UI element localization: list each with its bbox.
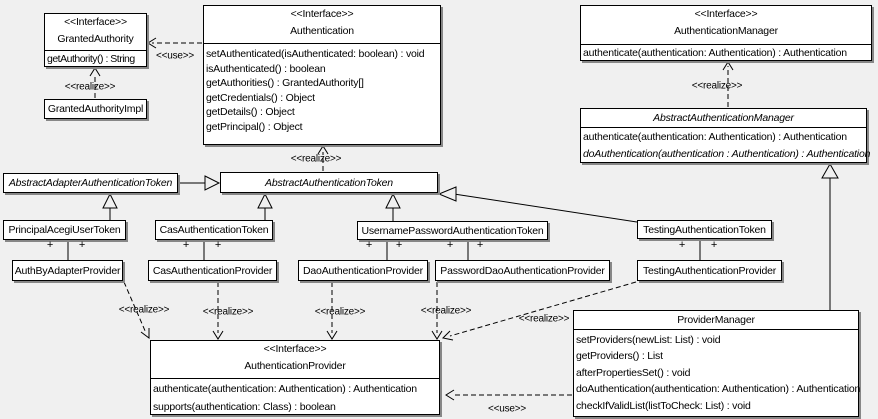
class-box-authentication-manager[interactable]: <<Interface>> AuthenticationManager auth…: [580, 5, 872, 61]
class-name: AbstractAdapterAuthenticationToken: [8, 177, 173, 189]
method-line: authenticate(authentication: Authenticat…: [583, 131, 847, 143]
association-end-label: +: [446, 239, 454, 251]
stereotype-label: <<Interface>>: [290, 8, 354, 20]
class-name: AbstractAuthenticationManager: [653, 112, 794, 124]
class-box-username-password-authentication-token[interactable]: UsernamePasswordAuthenticationToken: [357, 221, 548, 240]
class-box-dao-authentication-provider[interactable]: DaoAuthenticationProvider: [298, 260, 428, 281]
realize-label: <<realize>>: [691, 80, 743, 92]
method-line: getAuthorities() : GrantedAuthority[]: [206, 77, 364, 90]
class-box-cas-authentication-token[interactable]: CasAuthenticationToken: [155, 220, 273, 240]
method-line: authenticate(authentication: Authenticat…: [583, 47, 847, 59]
class-name: AuthenticationManager: [674, 25, 778, 37]
class-box-abstract-adapter-authentication-token[interactable]: AbstractAdapterAuthenticationToken: [3, 173, 178, 193]
realize-label: <<realize>>: [518, 313, 570, 325]
class-box-testing-authentication-token[interactable]: TestingAuthenticationToken: [637, 220, 772, 239]
use-arrowhead: [445, 389, 455, 401]
class-name: DaoAuthenticationProvider: [303, 264, 423, 277]
method-line: getProviders() : List: [576, 350, 663, 363]
class-name: GrantedAuthority: [57, 33, 134, 45]
class-box-granted-authority-impl[interactable]: GrantedAuthorityImpl: [44, 99, 147, 119]
class-box-principal-acegi-user-token[interactable]: PrincipalAcegiUserToken: [3, 220, 126, 240]
class-box-provider-manager[interactable]: ProviderManager setProviders(newList: Li…: [573, 310, 861, 417]
association-end-label: +: [365, 239, 373, 251]
stereotype-label: <<Interface>>: [694, 8, 758, 20]
realize-arrowhead: [431, 330, 443, 340]
generalization-provider-manager-to-abstract-manager: [821, 162, 839, 310]
class-box-authentication-provider[interactable]: <<Interface>> AuthenticationProvider aut…: [150, 340, 440, 415]
realize-testing-to-provider: [449, 281, 637, 337]
class-box-cas-authentication-provider[interactable]: CasAuthenticationProvider: [148, 260, 277, 281]
association-end-label: +: [78, 239, 86, 251]
association-end-label: +: [476, 239, 484, 251]
method-line: doAuthentication(authentication : Authen…: [583, 148, 871, 160]
class-box-granted-authority[interactable]: <<Interface>> GrantedAuthority getAuthor…: [44, 13, 147, 67]
class-name: AuthByAdapterProvider: [14, 264, 121, 277]
method-line: getPrincipal() : Object: [206, 120, 303, 133]
method-line: isAuthenticated() : boolean: [206, 62, 326, 75]
class-box-testing-authentication-provider[interactable]: TestingAuthenticationProvider: [637, 260, 782, 281]
class-name: PasswordDaoAuthenticationProvider: [440, 264, 605, 277]
class-name: TestingAuthenticationToken: [643, 223, 766, 236]
method-line: checkIfValidList(listToCheck: List) : vo…: [576, 399, 751, 412]
realize-arrowhead: [212, 330, 224, 340]
generalization-testing-token-to-abstract-token: [437, 186, 638, 223]
realize-arrowhead: [317, 145, 329, 155]
class-name: AbstractAuthenticationToken: [265, 176, 393, 189]
method-line: getDetails() : Object: [206, 106, 295, 119]
method-line: setProviders(newList: List) : void: [576, 334, 721, 346]
association-end-label: +: [395, 239, 403, 251]
association-end-label: +: [214, 239, 222, 251]
stereotype-label: <<Interface>>: [64, 16, 127, 28]
realize-authbyadapter-to-provider: [123, 281, 147, 334]
class-box-auth-by-adapter-provider[interactable]: AuthByAdapterProvider: [12, 260, 123, 281]
class-name: UsernamePasswordAuthenticationToken: [361, 224, 544, 237]
realize-arrowhead: [326, 330, 338, 340]
realize-arrowhead: [140, 328, 150, 339]
realize-label: <<realize>>: [420, 305, 472, 317]
use-label: <<use>>: [155, 50, 195, 62]
realize-arrowhead: [89, 67, 101, 77]
realize-label: <<realize>>: [290, 153, 342, 165]
class-name: TestingAuthenticationProvider: [642, 264, 777, 277]
method-line: getAuthority() : String: [47, 53, 135, 65]
generalization-username-token-to-abstract-token: [385, 192, 401, 221]
association-end-label: +: [678, 239, 686, 251]
association-end-label: +: [710, 239, 718, 251]
method-line: afterPropertiesSet() : void: [576, 366, 691, 379]
realize-label: <<realize>>: [64, 81, 116, 93]
realize-arrowhead: [722, 61, 734, 71]
method-line: doAuthentication(authentication: Authent…: [576, 383, 861, 396]
class-name: Authentication: [290, 25, 354, 37]
realize-label: <<realize>>: [314, 306, 366, 318]
generalization-adapter-token-to-abstract-token: [178, 175, 221, 191]
class-box-password-dao-authentication-provider[interactable]: PasswordDaoAuthenticationProvider: [435, 260, 610, 281]
realize-label: <<realize>>: [118, 304, 170, 316]
method-line: setAuthenticated(isAuthenticated: boolea…: [206, 48, 425, 60]
association-end-label: +: [182, 239, 190, 251]
stereotype-label: <<Interface>>: [263, 343, 327, 355]
class-box-abstract-authentication-token[interactable]: AbstractAuthenticationToken: [220, 172, 438, 193]
class-name: CasAuthenticationProvider: [152, 264, 273, 277]
use-label: <<use>>: [487, 403, 527, 415]
class-name: CasAuthenticationToken: [159, 224, 269, 236]
class-box-authentication[interactable]: <<Interface>> Authentication setAuthenti…: [203, 5, 441, 145]
method-line: getCredentials() : Object: [206, 91, 315, 104]
realize-label: <<realize>>: [202, 306, 254, 318]
generalization-cas-token-to-abstract-token: [257, 192, 273, 220]
class-box-abstract-authentication-manager[interactable]: AbstractAuthenticationManager authentica…: [580, 108, 871, 163]
class-name: ProviderManager: [677, 314, 755, 326]
method-line: authenticate(authentication: Authenticat…: [153, 383, 417, 395]
generalization-principal-to-adapter-token: [102, 192, 118, 220]
class-name: GrantedAuthorityImpl: [47, 103, 144, 115]
method-line: supports(authentication: Class) : boolea…: [153, 400, 336, 413]
association-end-label: +: [46, 239, 54, 251]
use-arrowhead: [147, 37, 157, 49]
class-name: PrincipalAcegiUserToken: [8, 224, 121, 236]
realize-arrowhead: [441, 330, 454, 341]
class-name: AuthenticationProvider: [244, 360, 346, 372]
